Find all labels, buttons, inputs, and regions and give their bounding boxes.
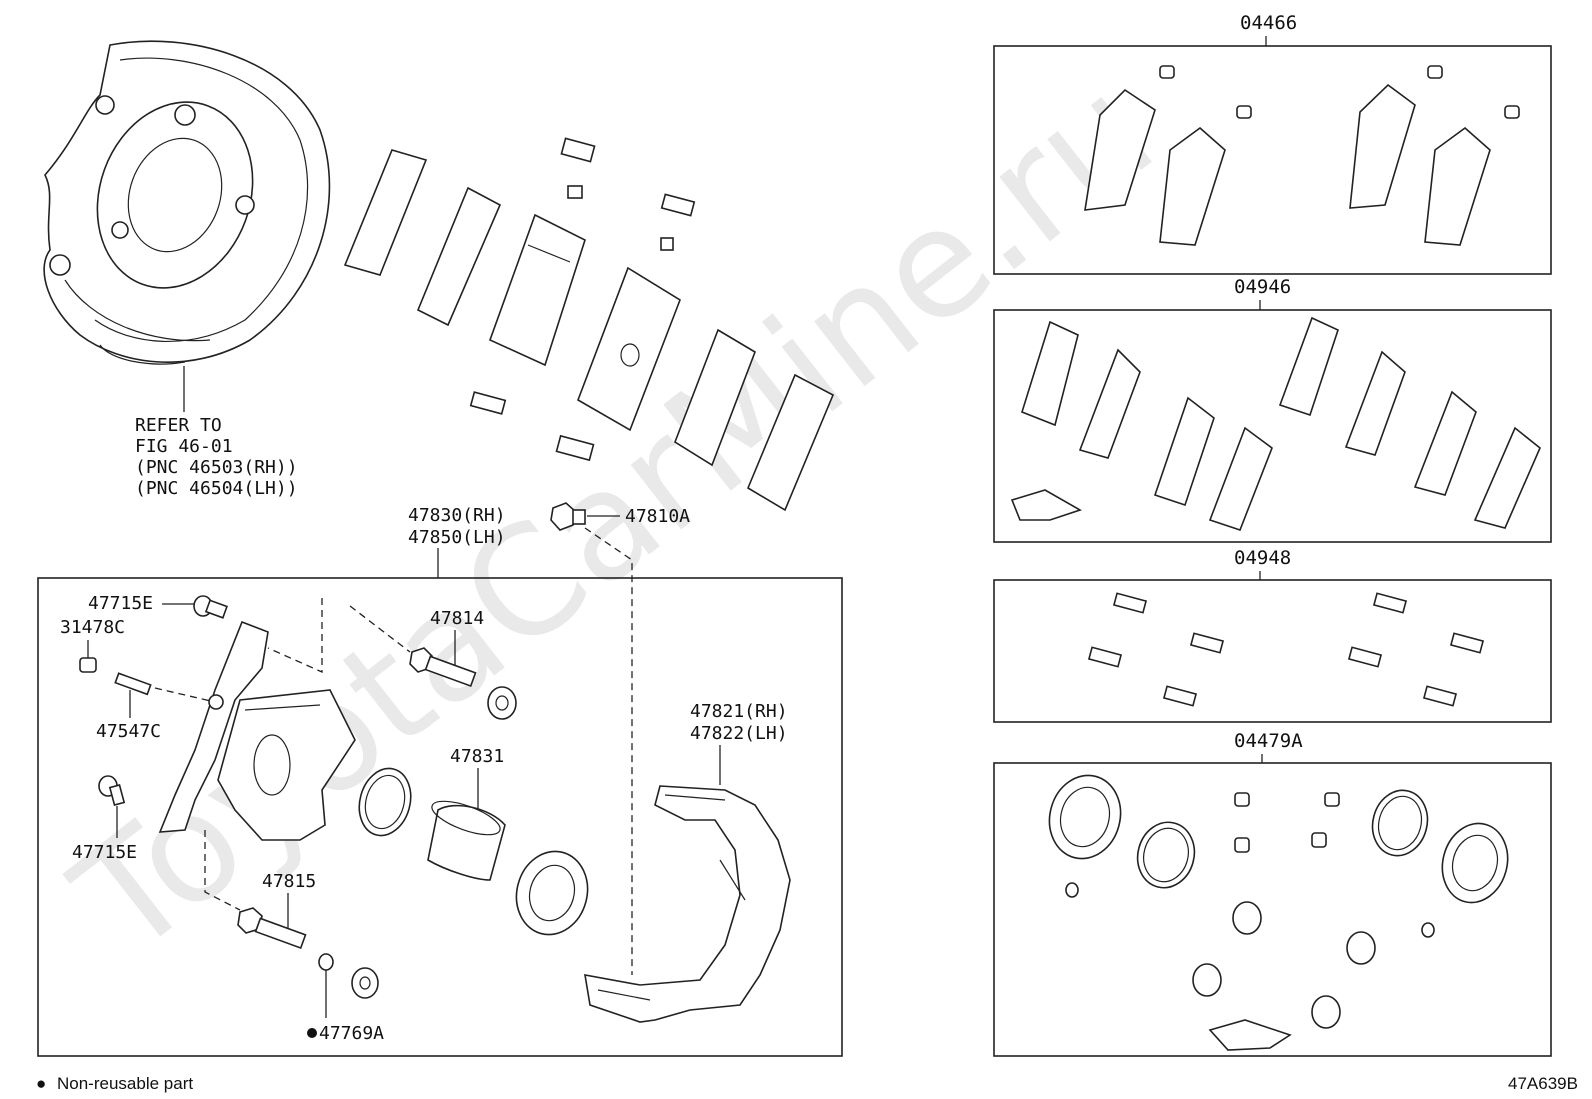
label-assy-rh: 47830(RH) bbox=[408, 505, 506, 526]
bleeder-plug-illustration bbox=[550, 502, 586, 531]
refer-note-line1: REFER TO bbox=[135, 415, 222, 436]
label-47769A: 47769A bbox=[319, 1023, 384, 1044]
kit-04946-shims-illustration bbox=[1010, 316, 1541, 531]
kit-04948-clips-illustration bbox=[1087, 592, 1485, 707]
label-mount-rh: 47821(RH) bbox=[690, 701, 788, 722]
caliper-mounting-illustration bbox=[584, 785, 791, 1023]
pad-shims-and-pads-illustration bbox=[343, 137, 835, 512]
dust-cover-illustration bbox=[43, 40, 331, 365]
caliper-body-illustration bbox=[158, 620, 356, 841]
kit-label-04946: 04946 bbox=[1234, 276, 1291, 298]
piston-seal-ring bbox=[358, 767, 412, 837]
label-assy-lh: 47850(LH) bbox=[408, 527, 506, 548]
refer-note-line4: (PNC 46504(LH)) bbox=[135, 478, 298, 499]
refer-note-line3: (PNC 46503(RH)) bbox=[135, 457, 298, 478]
kit-04466-pads-illustration bbox=[1084, 65, 1520, 246]
slide-pin-47814 bbox=[409, 647, 477, 688]
label-47831: 47831 bbox=[450, 746, 504, 767]
slide-pin-47815 bbox=[237, 907, 307, 950]
kit-label-04479A: 04479A bbox=[1234, 730, 1303, 752]
label-47810A: 47810A bbox=[625, 506, 690, 527]
refer-note-line2: FIG 46-01 bbox=[135, 436, 233, 457]
kit-04479A-seals-illustration bbox=[1048, 774, 1509, 1051]
boot-near-47814 bbox=[487, 686, 517, 720]
dust-boot-ring bbox=[515, 850, 589, 936]
kit-label-04466: 04466 bbox=[1240, 12, 1297, 34]
pin-47547C bbox=[114, 672, 152, 696]
ring-47769A bbox=[318, 953, 334, 971]
bolt-47715E-bottom bbox=[98, 775, 126, 806]
label-31478C: 31478C bbox=[60, 617, 125, 638]
cap-31478C bbox=[79, 657, 97, 673]
label-47715E-top: 47715E bbox=[88, 593, 153, 614]
refer-note: REFER TO FIG 46-01 (PNC 46503(RH)) (PNC … bbox=[135, 415, 298, 499]
bolt-47715E-top bbox=[193, 595, 228, 619]
label-47814: 47814 bbox=[430, 608, 484, 629]
kit-frame-04948 bbox=[993, 579, 1552, 723]
figure-code: 47A639B bbox=[1508, 1074, 1578, 1093]
kit-frame-04946 bbox=[993, 309, 1552, 543]
piston-illustration bbox=[427, 800, 506, 881]
label-mount-lh: 47822(LH) bbox=[690, 723, 788, 744]
legend-bullet: ● bbox=[36, 1074, 46, 1093]
kit-label-04948: 04948 bbox=[1234, 547, 1291, 569]
label-47715E-bottom: 47715E bbox=[72, 842, 137, 863]
legend-text: Non-reusable part bbox=[57, 1074, 193, 1093]
label-47547C: 47547C bbox=[96, 721, 161, 742]
caliper-assembly-frame bbox=[37, 577, 843, 1057]
non-reusable-marker bbox=[307, 1028, 317, 1038]
boot-near-47815 bbox=[351, 967, 379, 999]
kit-frame-04466 bbox=[993, 45, 1552, 275]
label-47815: 47815 bbox=[262, 871, 316, 892]
kit-frame-04479A bbox=[993, 762, 1552, 1057]
